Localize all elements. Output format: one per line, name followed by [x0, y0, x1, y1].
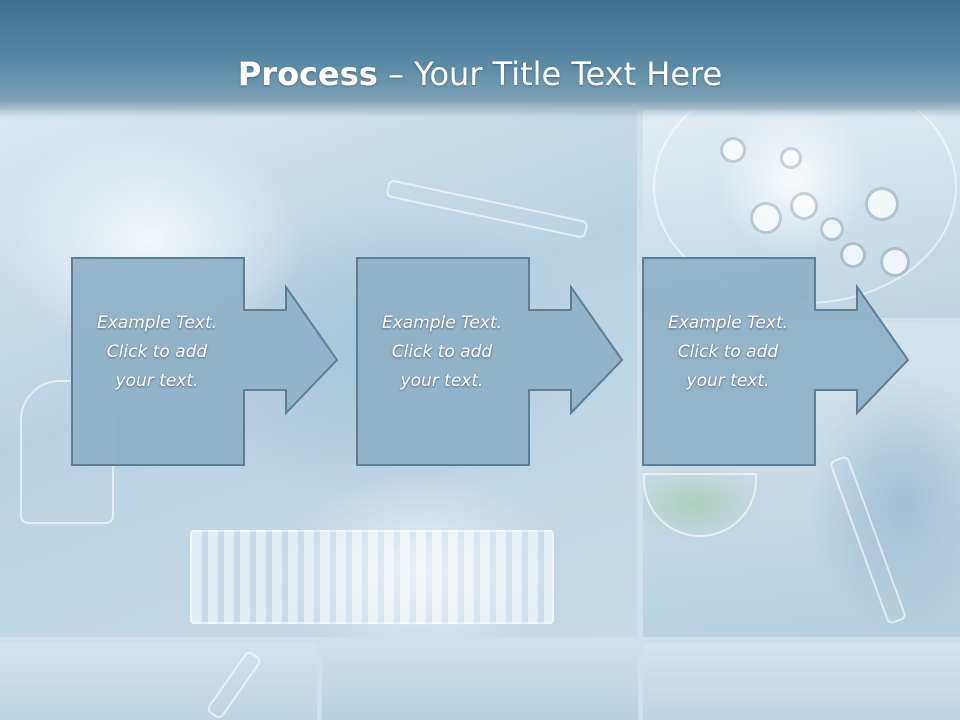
- title-bar: [0, 0, 960, 118]
- slide-title[interactable]: Process – Your Title Text Here: [0, 54, 960, 94]
- title-bold: Process: [237, 55, 378, 93]
- colony-spot: [843, 245, 863, 265]
- test-tube-shape: [205, 649, 263, 720]
- colony-spot: [723, 140, 743, 160]
- tube-rack-shape: [190, 530, 554, 624]
- process-step-2[interactable]: Example Text. Click to add your text.: [356, 257, 626, 467]
- lab-photo-bottom-left: [0, 643, 317, 720]
- step-text: Example Text. Click to add your text.: [667, 313, 789, 391]
- test-tube-shape: [828, 454, 908, 626]
- title-rest: – Your Title Text Here: [377, 55, 723, 93]
- step-arrow-shape: [71, 257, 339, 466]
- colony-spot: [793, 195, 815, 217]
- colony-spot: [883, 250, 907, 274]
- lab-photo-bottom-right: [643, 643, 960, 720]
- step-text: Example Text. Click to add your text.: [96, 313, 218, 391]
- colony-spot: [823, 220, 841, 238]
- colony-spot: [868, 190, 896, 218]
- step-arrow-shape: [356, 257, 624, 466]
- process-step-1[interactable]: Example Text. Click to add your text.: [71, 257, 341, 467]
- step-text: Example Text. Click to add your text.: [381, 313, 503, 391]
- step-arrow-shape: [642, 257, 910, 466]
- colony-spot: [753, 205, 779, 231]
- flask-shape: [643, 473, 757, 537]
- petri-dish-photo: [643, 110, 960, 318]
- test-tube-shape: [385, 178, 589, 240]
- lab-photo-bottom-middle: [322, 643, 638, 720]
- colony-spot: [783, 150, 799, 166]
- process-step-3[interactable]: Example Text. Click to add your text.: [642, 257, 912, 467]
